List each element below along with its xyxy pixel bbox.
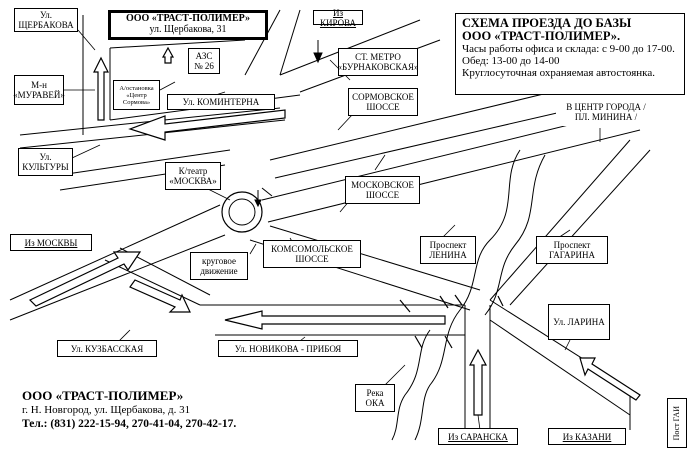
info-hours: Часы работы офиса и склада: с 9-00 до 17… [462,43,675,55]
footer-address: г. Н. Новгород, ул. Щербакова, д. 31 [22,404,191,416]
label-gagarina: Проспект ГАГАРИНА [536,236,608,264]
label-city-center: В ЦЕНТР ГОРОДА / ПЛ. МИНИНА / [556,98,656,126]
info-company: ООО «ТРАСТ-ПОЛИМЕР». [462,29,621,43]
label-kultury: Ул. КУЛЬТУРЫ [18,148,73,176]
info-panel: СХЕМА ПРОЕЗДА ДО БАЗЫ ООО «ТРАСТ-ПОЛИМЕР… [455,13,685,95]
label-azs: АЗС № 26 [188,48,220,74]
label-oka: Река ОКА [355,384,395,412]
info-parking: Круглосуточная охраняемая автостоянка. [462,67,655,79]
label-post-box: Пост ГАИ [667,398,687,448]
label-bus-stop: А/остановка «Центр Сормова» [113,80,160,110]
label-moskovskoe: МОСКОВСКОЕ ШОССЕ [345,176,420,204]
label-kominterna: Ул. КОМИНТЕРНА [167,94,275,110]
label-from-moscow: Из МОСКВЫ [10,234,92,251]
label-roundabout: круговое движение [190,252,248,280]
footer-company: ООО «ТРАСТ-ПОЛИМЕР» [22,388,184,403]
footer: ООО «ТРАСТ-ПОЛИМЕР» г. Н. Новгород, ул. … [22,388,322,432]
footer-phones: Тел.: (831) 222-15-94, 270-41-04, 270-42… [22,418,237,430]
label-kuzbasskaya: Ул. КУЗБАССКАЯ [57,340,157,357]
label-from-kirova: Из КИРОВА [313,8,363,28]
info-title: СХЕМА ПРОЕЗДА ДО БАЗЫ [462,16,632,30]
label-from-saransk: Из САРАНСКА [438,428,518,445]
label-metro: СТ. МЕТРО «БУРНАКОВСКАЯ» [338,48,419,76]
company-box: ООО «ТРАСТ-ПОЛИМЕР» ул. Щербакова, 31 [108,10,268,40]
label-muravey: М-н «МУРАВЕЙ» [13,75,65,105]
company-address: ул. Щербакова, 31 [149,24,227,35]
label-scherbakova: Ул. ЩЕРБАКОВА [14,8,78,32]
label-sormovskoe: СОРМОВСКОЕ ШОССЕ [348,88,418,116]
label-novikova: Ул. НОВИКОВА - ПРИБОЯ [218,340,358,357]
info-lunch: Обед: 13-00 до 14-00 [462,55,560,67]
label-post: Пост ГАИ [672,405,681,441]
label-komsomolskoe: КОМСОМОЛЬСКОЕ ШОССЕ [263,240,361,268]
label-from-kazan: Из КАЗАНИ [548,428,626,445]
label-lenina: Проспект ЛЕНИНА [420,236,476,264]
company-name: ООО «ТРАСТ-ПОЛИМЕР» [125,13,251,24]
label-cinema: К/театр «МОСКВА» [165,162,221,190]
label-larina: Ул. ЛАРИНА [548,304,610,340]
